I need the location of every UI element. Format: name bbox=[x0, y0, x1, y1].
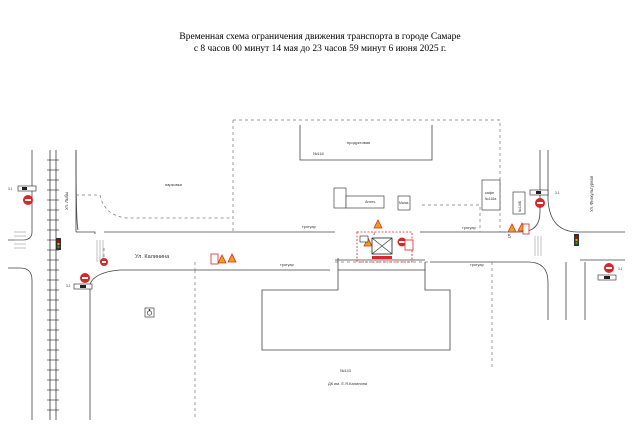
crosswalks bbox=[14, 231, 542, 262]
sign-code-4: 3.1 bbox=[618, 267, 623, 271]
sign-code-1: 3.1 bbox=[8, 187, 13, 191]
closed-zone bbox=[356, 231, 413, 263]
traffic-light-right bbox=[574, 234, 579, 246]
warning-sign-5 bbox=[507, 223, 517, 233]
cafe-label: кафе bbox=[485, 191, 494, 195]
main-street-label: Ул. Калинина bbox=[135, 254, 170, 260]
building-top: продуктовая №116 bbox=[299, 125, 433, 161]
building-dk-number: №143 bbox=[340, 368, 352, 373]
building-dk-name: ДК им. Е.Я.Калинина bbox=[328, 381, 368, 386]
building-dk bbox=[261, 258, 451, 351]
sidewalk-top-label: тротуар bbox=[302, 225, 316, 229]
direction-signs bbox=[17, 185, 617, 290]
sign-number-1: 5 bbox=[508, 234, 511, 240]
kiosks bbox=[333, 179, 526, 215]
parking-label: парковка bbox=[165, 182, 183, 187]
wheelchair-icon bbox=[144, 307, 155, 318]
no-entry-sign-center bbox=[397, 237, 407, 247]
no-entry-sign-right-bottom bbox=[604, 263, 614, 273]
right-street-label: Ул. Физкультурная bbox=[589, 176, 594, 212]
traffic-light-left bbox=[56, 238, 61, 250]
no-entry-sign-right-top bbox=[535, 198, 545, 208]
booth-label: Аптеч. bbox=[365, 200, 376, 204]
sign-code-3: 3.1 bbox=[555, 191, 560, 195]
building-top-label: продуктовая bbox=[347, 140, 370, 145]
title-line-2: с 8 часов 00 минут 14 мая до 23 часов 59… bbox=[193, 44, 447, 54]
warning-sign-2 bbox=[217, 254, 227, 264]
no-entry-sign-left-road bbox=[100, 258, 108, 266]
sign-number-2: 3 bbox=[373, 232, 375, 236]
barriers bbox=[210, 223, 530, 265]
warning-sign-1 bbox=[227, 253, 237, 263]
railway bbox=[47, 150, 59, 420]
sidewalk-mid-label: тротуар bbox=[462, 226, 476, 230]
tall-box-label: №116Б bbox=[518, 200, 522, 212]
left-street-label: Ул. Лыбы bbox=[64, 192, 69, 210]
warning-sign-6 bbox=[373, 219, 383, 229]
sign-code-2: 3.1 bbox=[66, 284, 71, 288]
sidewalk-left-label: тротуар bbox=[280, 263, 294, 267]
no-entry-sign-left-bottom bbox=[80, 273, 90, 283]
title-line-1: Временная схема ограничения движения тра… bbox=[179, 32, 461, 42]
building-top-number: №116 bbox=[313, 151, 324, 156]
small-box-label: Магаз. bbox=[399, 201, 409, 205]
sidewalk-right-label: тротуар bbox=[470, 263, 484, 267]
no-entry-sign-left-top bbox=[23, 195, 33, 205]
cafe-number: №116а bbox=[485, 197, 496, 201]
diagram-title: Временная схема ограничения движения тра… bbox=[0, 31, 640, 55]
